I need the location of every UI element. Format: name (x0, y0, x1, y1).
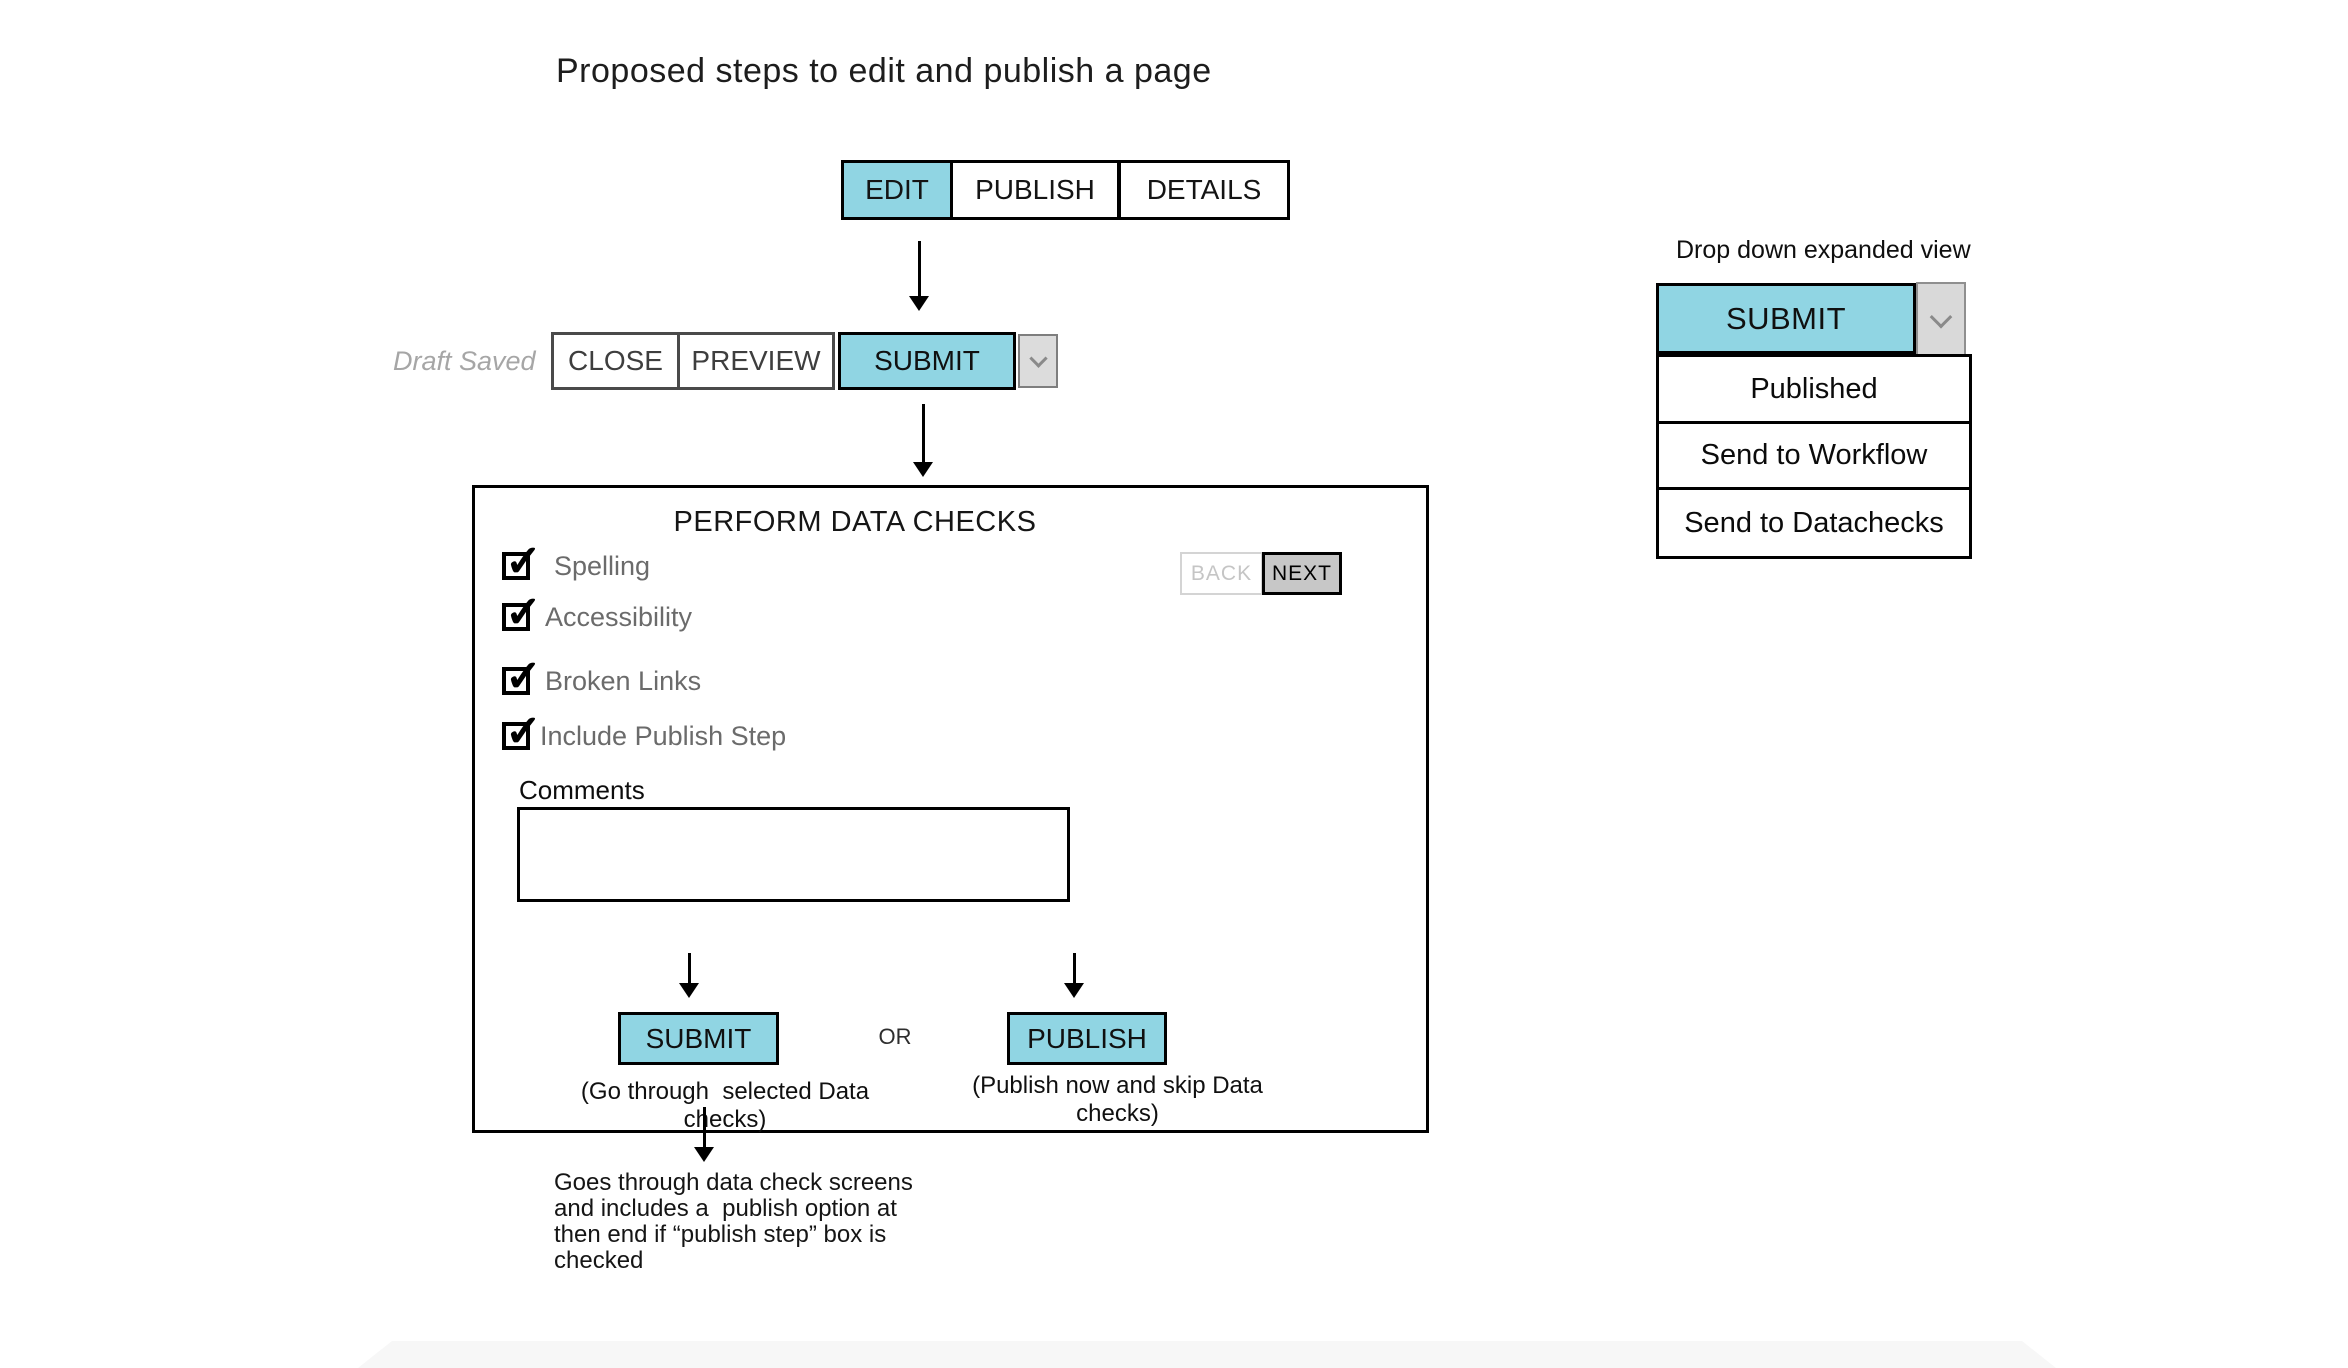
editor-toolbar: CLOSE PREVIEW SUBMIT (551, 332, 1058, 390)
checkbox-label: Broken Links (545, 665, 702, 696)
or-label: OR (878, 1024, 912, 1049)
checkbox-broken-links[interactable]: ✓ (502, 654, 542, 698)
flow-arrow-tabs-to-toolbar (909, 241, 929, 311)
page-title: Proposed steps to edit and publish a pag… (556, 52, 1212, 90)
next-button[interactable]: NEXT (1262, 552, 1342, 595)
dropdown-toggle[interactable] (1916, 282, 1966, 358)
submit-button[interactable]: SUBMIT (838, 332, 1016, 390)
flow-arrow-to-submit (679, 953, 699, 998)
dropdown-option-send-to-datachecks[interactable]: Send to Datachecks (1656, 487, 1972, 559)
checkmark-icon: ✓ (505, 536, 542, 586)
submit-caption: (Go through selected Data checks) (580, 1078, 876, 1133)
page-tabs: EDIT PUBLISH DETAILS (841, 160, 1290, 220)
checkbox-accessibility[interactable]: ✓ (502, 590, 542, 634)
footnote-line: Goes through data check screens (554, 1169, 913, 1196)
tab-edit[interactable]: EDIT (844, 163, 953, 217)
canvas-edge-shadow (358, 1341, 2056, 1368)
checkbox-row-spelling: ✓ Spelling (502, 539, 651, 583)
dropdown-expanded-view: SUBMIT (1656, 282, 1966, 358)
comments-label: Comments (519, 775, 645, 805)
footnote-line: and includes a publish option at (554, 1195, 897, 1222)
chevron-down-icon (1028, 348, 1048, 368)
checkbox-row-include-publish-step: ✓ Include Publish Step (502, 709, 787, 753)
submit-dropdown-toggle[interactable] (1018, 334, 1058, 388)
chevron-down-icon (1929, 305, 1953, 329)
flow-arrow-toolbar-to-panel (913, 404, 933, 477)
back-button[interactable]: BACK (1180, 552, 1263, 595)
checkbox-label: Include Publish Step (540, 720, 787, 751)
panel-heading: PERFORM DATA CHECKS (673, 506, 1037, 538)
dropdown-expanded-caption: Drop down expanded view (1676, 236, 1971, 264)
dropdown-submit-button[interactable]: SUBMIT (1656, 283, 1916, 354)
checkbox-label: Spelling (554, 550, 651, 581)
footnote-line: checked (554, 1247, 644, 1274)
footnote-line: then end if “publish step” box is (554, 1221, 887, 1248)
footnote-text: Goes through data check screens and incl… (554, 1170, 913, 1274)
dropdown-option-published[interactable]: Published (1656, 354, 1972, 424)
submit-flow-button[interactable]: SUBMIT (618, 1012, 779, 1065)
checkbox-spelling[interactable]: ✓ (502, 539, 542, 583)
publish-caption: (Publish now and skip Data checks) (972, 1072, 1270, 1127)
perform-data-checks-panel: PERFORM DATA CHECKS ✓ Spelling ✓ Accessi… (472, 485, 1429, 1133)
checkmark-icon: ✓ (505, 587, 542, 637)
checkbox-row-broken-links: ✓ Broken Links (502, 654, 702, 698)
checkbox-label: Accessibility (545, 601, 693, 632)
checkbox-include-publish-step[interactable]: ✓ (502, 709, 542, 753)
checkmark-icon: ✓ (505, 706, 542, 756)
checkbox-row-accessibility: ✓ Accessibility (502, 590, 693, 634)
comments-textarea[interactable] (517, 807, 1070, 902)
tab-details[interactable]: DETAILS (1121, 163, 1287, 217)
preview-button[interactable]: PREVIEW (677, 332, 835, 390)
close-button[interactable]: CLOSE (551, 332, 680, 390)
flow-arrow-panel-to-footnote (694, 1107, 714, 1162)
pager-buttons: BACK NEXT (1180, 552, 1342, 595)
dropdown-options-list: Published Send to Workflow Send to Datac… (1656, 354, 1972, 559)
dropdown-option-send-to-workflow[interactable]: Send to Workflow (1656, 421, 1972, 490)
checkmark-icon: ✓ (505, 651, 542, 701)
flow-arrow-to-publish (1064, 953, 1084, 998)
publish-flow-button[interactable]: PUBLISH (1007, 1012, 1167, 1065)
draft-saved-status: Draft Saved (393, 346, 536, 376)
tab-publish[interactable]: PUBLISH (953, 163, 1121, 217)
